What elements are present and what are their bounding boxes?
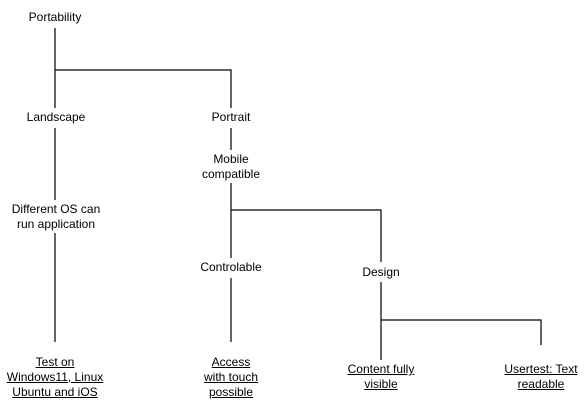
edge-mobile-design	[231, 209, 382, 262]
node-design-label: Design	[362, 265, 400, 279]
node-landscape-label: Landscape	[26, 110, 86, 124]
node-portability-label: Portability	[28, 10, 82, 24]
node-access: Access with touch possible	[196, 354, 266, 401]
node-portrait-label: Portrait	[211, 110, 251, 124]
node-os: Different OS can run application	[4, 201, 108, 233]
node-usertest-line1: Usertest: Text	[504, 362, 578, 376]
node-portability: Portability	[22, 9, 88, 26]
node-content-line2: visible	[364, 377, 398, 391]
node-content: Content fully visible	[340, 361, 422, 393]
node-portrait: Portrait	[204, 109, 258, 126]
node-access-line3: possible	[208, 385, 254, 399]
node-os-line2: run application	[16, 217, 96, 231]
node-test-on-line1: Test on	[35, 355, 75, 369]
node-mobile-line2: compatible	[201, 167, 261, 181]
node-usertest: Usertest: Text readable	[497, 361, 585, 393]
node-mobile: Mobile compatible	[195, 151, 267, 183]
node-content-line1: Content fully	[347, 362, 415, 376]
node-controlable-label: Controlable	[200, 260, 262, 274]
node-usertest-line2: readable	[517, 377, 565, 391]
node-test-on-line3: Ubuntu and iOS	[12, 385, 98, 399]
node-access-line1: Access	[211, 355, 251, 369]
node-controlable: Controlable	[193, 259, 269, 276]
node-design: Design	[356, 264, 406, 281]
node-landscape: Landscape	[20, 109, 92, 126]
node-os-line1: Different OS can	[11, 202, 101, 216]
node-mobile-line1: Mobile	[213, 152, 249, 166]
node-access-line2: with touch	[203, 370, 259, 384]
edge-design-usertest	[381, 319, 542, 345]
edge-portability-portrait	[55, 69, 232, 108]
node-test-on-line2: Windows11, Linux	[6, 370, 104, 384]
node-test-on: Test on Windows11, Linux Ubuntu and iOS	[2, 354, 108, 401]
